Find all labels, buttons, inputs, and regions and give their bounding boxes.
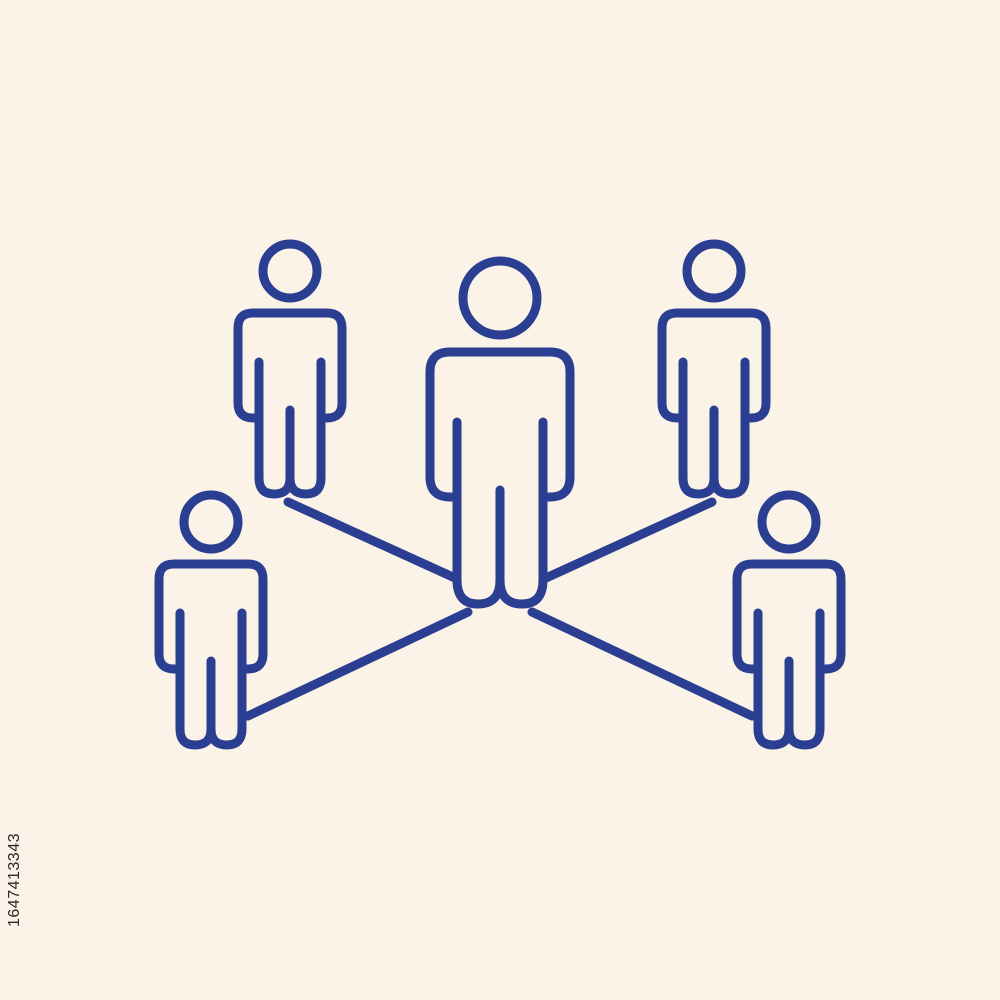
bottom-right-person-icon	[732, 490, 846, 750]
center-person-icon	[425, 256, 575, 609]
connection-lines	[243, 497, 757, 721]
connection-line-top-left	[283, 497, 460, 583]
connection-line-top-right	[541, 497, 717, 583]
stock-id-watermark: 1647413343	[2, 760, 28, 1000]
connection-line-bottom-right	[527, 607, 757, 721]
bottom-left-person-icon	[154, 490, 268, 750]
top-left-person-icon	[233, 239, 347, 499]
connection-line-bottom-left	[243, 607, 473, 721]
stock-id-text: 1647413343	[6, 833, 24, 927]
top-right-person-icon	[657, 239, 771, 499]
